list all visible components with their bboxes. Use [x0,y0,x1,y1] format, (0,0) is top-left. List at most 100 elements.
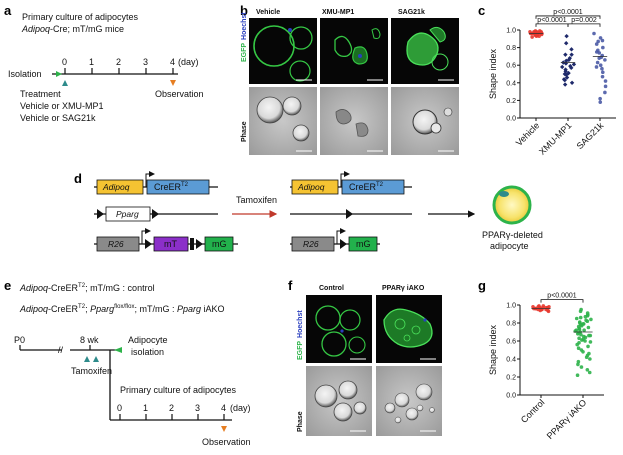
panel-b-droplet [282,96,302,116]
panel-a-treatment: Treatment [20,89,61,99]
loxp-icon [97,209,104,219]
panel-f-cell [383,308,433,348]
panel-f-cell [348,336,366,354]
observation-arrow-icon [221,426,227,432]
significance-bracket [535,15,601,19]
r26-box [96,236,140,252]
data-point [597,56,602,60]
nucleus-icon [499,191,509,197]
panel-f-letter: f [288,278,293,293]
panel-a-treatment-option-2: Vehicle or SAG21k [20,113,96,123]
panel-f-cell [339,309,361,331]
panel-f-droplet [353,401,367,415]
panel-b-droplet [292,124,310,142]
panel-a-title-gene: Adipoq [21,24,50,34]
panel-e-letter: e [4,278,11,293]
data-point [596,39,600,44]
data-point [569,52,574,57]
panel-d: d Adipoq CreERT2 Pparg R26 mT mG Tamoxif… [74,171,543,252]
significance-bracket [540,299,584,303]
panel-b-row-egfp: EGFPHoechst [241,12,248,62]
data-point [589,317,593,322]
data-point [578,315,583,320]
panel-b-droplet [430,122,442,134]
data-point [587,333,591,338]
panel-a-ticks: 0 1 2 3 4 (day) [62,57,199,74]
panel-b-cell [431,53,449,71]
data-point [563,41,569,46]
data-point [562,71,568,77]
p-value-label: p<0.0001 [553,9,582,16]
mg-box [204,236,234,252]
x-tick-label: PPARγ iAKO [545,397,589,441]
panel-f-cell [321,331,347,357]
r26-label: R26 [108,239,124,249]
promoter-arrow-icon [340,171,350,187]
panel-e-tick-3: 3 [195,403,200,413]
adipoq-box [96,179,144,195]
promoter-arrow-icon [141,228,151,244]
result-line1: PPARγ-deleted [482,230,543,240]
data-point [566,70,571,76]
data-point [577,336,581,341]
mt-label: mT [164,239,177,249]
panel-a: a Primary culture of adipocytes Adipoq-C… [4,3,204,123]
x-tick-label: Vehicle [514,120,542,148]
data-point [574,316,579,321]
panel-b-nucleus [288,28,292,32]
panel-b-img-vehicle-phase [249,87,317,155]
data-point [576,362,580,367]
panel-e-tick-2: 2 [169,403,174,413]
panel-e-tick-0: 0 [117,403,122,413]
data-point [598,96,602,101]
panel-a-treatment-arrow-icon [62,80,68,86]
panel-f-col-iako: PPARγ iAKO [382,285,425,292]
data-point [575,373,580,378]
panel-b-col-sag: SAG21k [398,9,425,16]
data-point [594,42,599,46]
panel-a-day-unit: (day) [178,57,199,67]
adipoq-label-2: Adipoq [297,182,325,192]
data-point [594,50,599,54]
data-point [595,60,600,65]
panel-a-tick-0: 0 [62,57,67,67]
creer-box [146,179,210,195]
data-point [603,84,608,89]
y-tick-label: 0.2 [506,375,516,382]
p-value-label: p<0.0001 [547,293,576,300]
panel-e-break: // [58,345,64,355]
data-point [585,368,590,372]
panel-f-droplet [384,402,396,414]
data-point [586,344,590,349]
data-point [594,65,599,69]
data-point [600,66,604,71]
panel-f-droplet [338,380,358,400]
panel-a-tick-1: 1 [89,57,94,67]
panel-e-observation: Observation [202,437,251,447]
panel-f-droplet [415,383,433,401]
y-tick-label: 0.2 [506,98,516,105]
promoter-arrow-icon [336,228,346,244]
data-point [581,322,585,326]
pparg-box [105,206,151,222]
panel-e-day-unit: (day) [230,403,251,413]
adipoq-label: Adipoq [102,182,130,192]
data-point [600,38,605,43]
panel-a-title-line1: Primary culture of adipocytes [22,12,139,22]
mg-box [348,236,378,252]
data-point [562,82,568,87]
data-point [578,309,583,314]
adipoq-box [291,179,339,195]
panel-d-letter: d [74,171,82,186]
panel-b-letter: b [240,3,248,18]
panel-b-cell [371,28,381,39]
data-point [577,327,582,332]
data-point [530,35,534,39]
loxp-icon [340,239,347,249]
panel-b-cell [289,60,311,82]
panel-a-letter: a [4,3,12,18]
data-point [546,308,550,313]
